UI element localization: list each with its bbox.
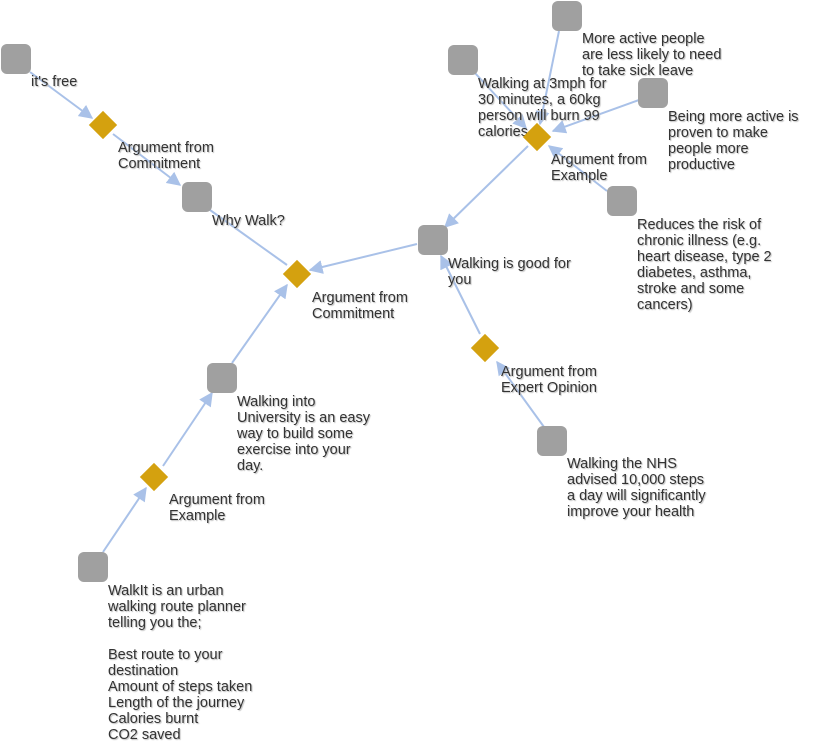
node-university[interactable] <box>207 363 237 393</box>
edge-nhs-to-expert <box>496 360 545 428</box>
scheme-example-1-label: Argument from Example <box>169 492 265 524</box>
edge-example2-to-good <box>443 145 529 228</box>
node-sick-leave-label: More active people are less likely to ne… <box>582 31 722 79</box>
node-walking-good[interactable] <box>418 225 448 255</box>
scheme-commitment-2-label: Argument from Commitment <box>312 290 408 322</box>
edge-expert-to-good <box>440 254 481 335</box>
node-why-walk[interactable] <box>182 182 212 212</box>
edge-productive-to-example2 <box>551 99 640 134</box>
node-calories-label: Walking at 3mph for 30 minutes, a 60kg p… <box>478 76 607 140</box>
scheme-example-2-label: Argument from Example <box>551 152 647 184</box>
edge-burn-to-example2 <box>474 72 527 130</box>
edge-univ-to-commit2 <box>231 283 288 364</box>
node-university-label: Walking into University is an easy way t… <box>237 394 370 474</box>
node-sick-leave[interactable] <box>552 1 582 31</box>
edge-commit1-to-why <box>112 133 182 186</box>
node-why-walk-label: Why Walk? <box>212 213 285 229</box>
node-illness-label: Reduces the risk of chronic illness (e.g… <box>637 217 772 313</box>
edge-sick-to-example2 <box>535 30 560 126</box>
edge-why-to-commit2 <box>209 209 288 266</box>
node-illness[interactable] <box>607 186 637 216</box>
edge-example1-to-univ <box>162 391 213 467</box>
edge-good-to-commit2 <box>308 243 418 274</box>
node-calories[interactable] <box>448 45 478 75</box>
node-nhs[interactable] <box>537 426 567 456</box>
scheme-commitment-1-label: Argument from Commitment <box>118 140 214 172</box>
edge-illness-to-example2 <box>547 145 608 192</box>
scheme-expert-opinion-label: Argument from Expert Opinion <box>501 364 597 396</box>
edge-walkit-to-example1 <box>102 486 147 553</box>
node-free-label: it's free <box>31 74 78 90</box>
node-productive-label: Being more active is proven to make peop… <box>668 109 799 173</box>
node-nhs-label: Walking the NHS advised 10,000 steps a d… <box>567 456 706 520</box>
node-free[interactable] <box>1 44 31 74</box>
node-walkit-label: WalkIt is an urban walking route planner… <box>108 583 253 743</box>
node-walking-good-label: Walking is good for you <box>448 256 571 288</box>
node-productive[interactable] <box>638 78 668 108</box>
edge-free-to-commit1 <box>29 71 94 119</box>
node-walkit[interactable] <box>78 552 108 582</box>
